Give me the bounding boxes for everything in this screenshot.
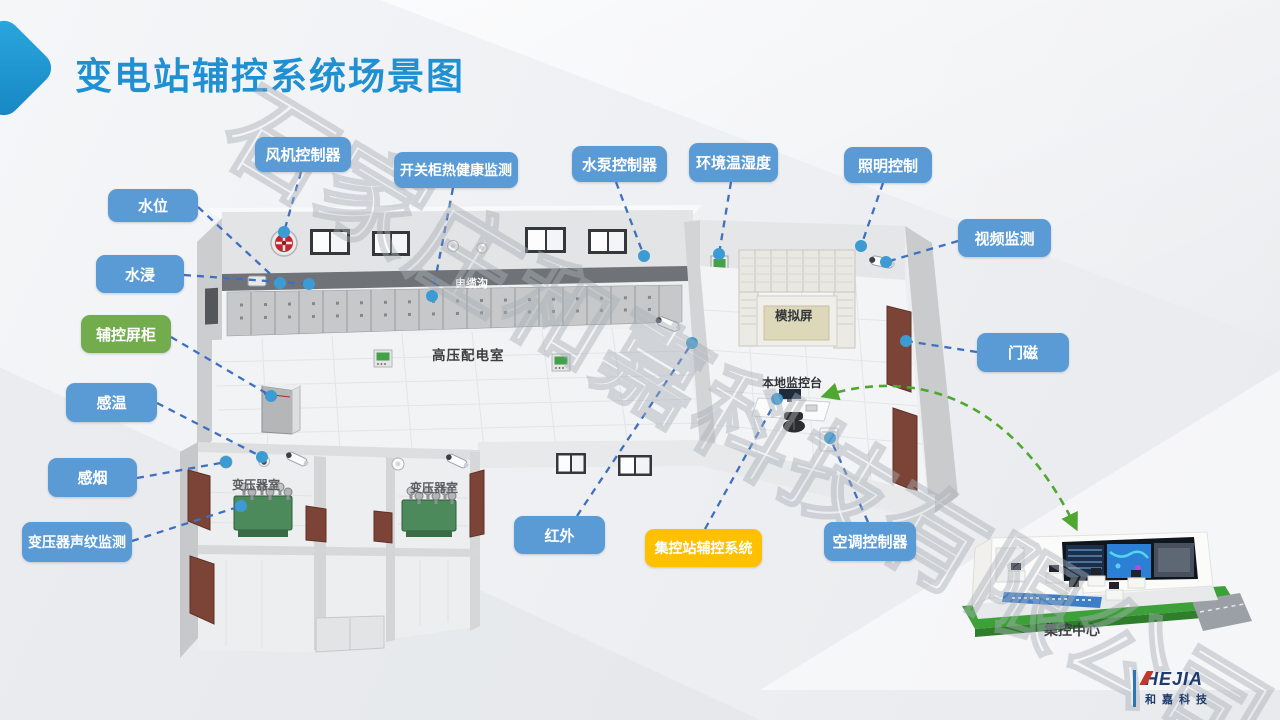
callout-video-monitoring[interactable]: 视频监测: [958, 219, 1051, 257]
callout-water-level[interactable]: 水位: [108, 189, 198, 222]
cctv-camera-icon: [446, 453, 469, 469]
callout-aux-control-cabinet[interactable]: 辅控屏柜: [81, 315, 171, 353]
connector-water-level: [197, 206, 281, 284]
floor-panel-icon: [373, 349, 571, 372]
connector-water-immersion: [183, 273, 310, 286]
window-icon: [556, 453, 652, 476]
transformer-icon: [401, 486, 457, 537]
callout-env-temp-humidity[interactable]: 环境温湿度: [689, 143, 778, 182]
connector-temperature: [156, 401, 263, 459]
front-wall: [478, 440, 935, 522]
connector-fan-controller: [282, 171, 303, 233]
connector-infrared: [576, 342, 693, 517]
callout-ac-controller[interactable]: 空调控制器: [824, 522, 916, 561]
aux-control-cabinet-icon: [261, 382, 301, 435]
logo-subtitle: 和嘉科技: [1145, 694, 1213, 706]
callout-lighting-control[interactable]: 照明控制: [844, 147, 932, 183]
hv-room-floor: [212, 327, 702, 452]
connector-aux-cabinet: [170, 336, 272, 397]
transformer-room-2-label: 变压器室: [410, 480, 458, 495]
logo-divider: [1133, 670, 1136, 707]
callout-transformer-voiceprint[interactable]: 变压器声纹监测: [22, 522, 132, 562]
callout-switchgear-thermal[interactable]: 开关柜热健康监测: [394, 152, 518, 188]
callout-door-magnet[interactable]: 门磁: [977, 333, 1069, 372]
callout-smoke-sensing[interactable]: 感烟: [48, 458, 137, 497]
page-title: 变电站辅控系统场景图: [75, 56, 465, 97]
callout-central-station-aux[interactable]: 集控站辅控系统: [645, 529, 762, 567]
wall-screen: [205, 287, 218, 325]
connector-smoke: [136, 460, 227, 480]
logo-name: HEJIA: [1145, 669, 1204, 689]
hv-room-label: 高压配电室: [432, 347, 505, 363]
transformer-wing: [180, 442, 485, 658]
connector-voiceprint: [131, 504, 242, 543]
mimic-screen-label: 模拟屏: [775, 308, 813, 323]
transformer-room-1-label: 变压器室: [232, 477, 280, 492]
callout-water-pump[interactable]: 水泵控制器: [572, 146, 667, 182]
door-icon: [187, 469, 485, 625]
callout-water-immersion[interactable]: 水浸: [96, 255, 184, 293]
callout-infrared[interactable]: 红外: [514, 516, 605, 554]
callout-temperature-sensing[interactable]: 感温: [66, 383, 157, 422]
cctv-camera-icon: [286, 451, 309, 467]
company-logo: HEJIA 和嘉科技: [1133, 670, 1213, 707]
callout-fan-controller[interactable]: 风机控制器: [255, 137, 351, 172]
mimic-panel: [738, 249, 856, 349]
exhaust-fan-icon: [270, 229, 298, 257]
transformer-icon: [233, 482, 293, 537]
